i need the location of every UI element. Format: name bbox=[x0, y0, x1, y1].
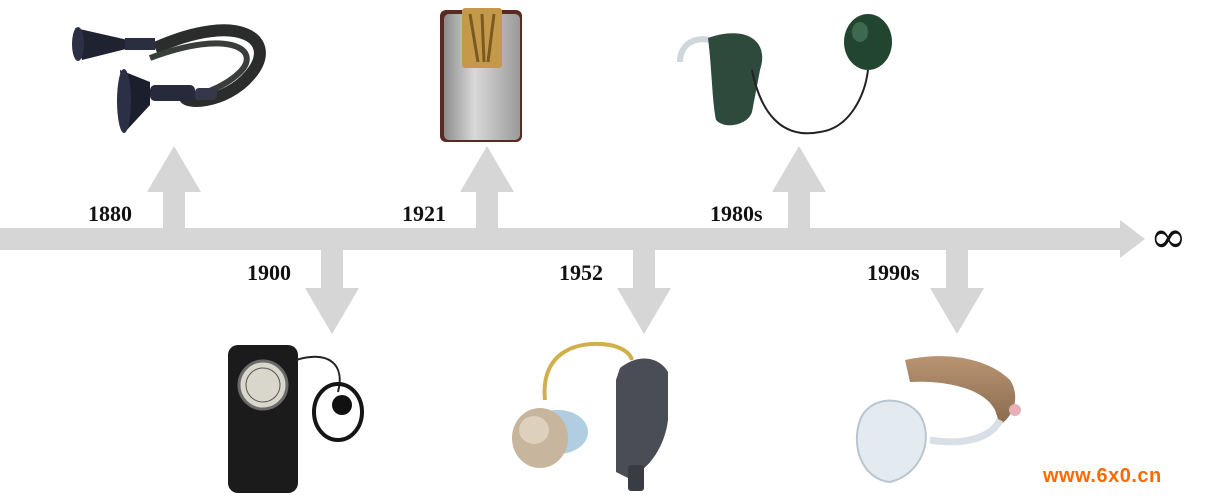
ear-trumpet-hearing-aid-image bbox=[72, 24, 266, 133]
year-label-1921: 1921 bbox=[402, 201, 446, 226]
up-arrow-1880 bbox=[147, 146, 201, 230]
watermark-text: www.6x0.cn bbox=[1043, 465, 1162, 487]
year-label-1980s: 1980s bbox=[710, 201, 763, 226]
timeline-axis bbox=[0, 220, 1145, 258]
carbon-hearing-aid-image bbox=[228, 345, 364, 493]
transistor-hearing-aid-image bbox=[512, 341, 668, 491]
down-arrow-1990s bbox=[930, 248, 984, 334]
down-arrow-1952 bbox=[617, 248, 671, 334]
year-label-1952: 1952 bbox=[559, 260, 603, 285]
up-arrow-1921 bbox=[460, 146, 514, 230]
up-arrow-1980s bbox=[772, 146, 826, 230]
digital-behind-the-ear-hearing-aid-image bbox=[855, 356, 1021, 484]
down-arrow-1900 bbox=[305, 248, 359, 334]
year-label-1900: 1900 bbox=[247, 260, 291, 285]
year-label-1990s: 1990s bbox=[867, 260, 920, 285]
behind-the-ear-hearing-aid-image bbox=[677, 14, 892, 135]
vacuum-tube-hearing-aid-image bbox=[440, 8, 522, 142]
infinity-symbol: ∞ bbox=[1150, 212, 1187, 263]
year-label-1880: 1880 bbox=[88, 201, 132, 226]
